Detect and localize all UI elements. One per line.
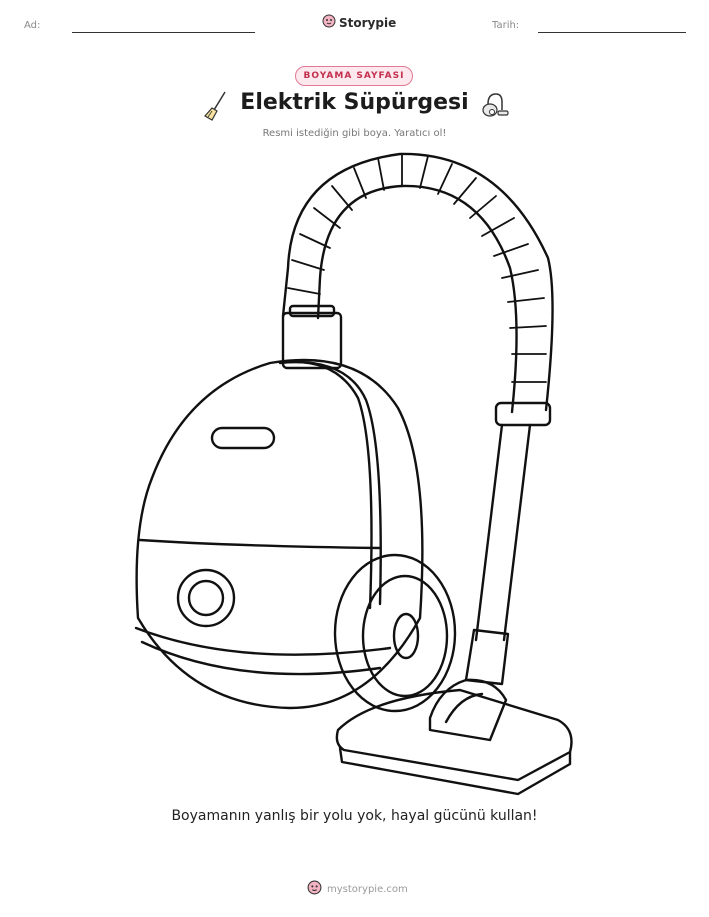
- encouragement-note: Boyamanın yanlış bir yolu yok, hayal güc…: [171, 808, 538, 824]
- storypie-mascot-icon: [307, 880, 322, 899]
- date-line[interactable]: [538, 32, 686, 33]
- coloring-page-badge: BOYAMA SAYFASI: [295, 66, 413, 86]
- brand-name: Storypie: [339, 15, 397, 30]
- site-url[interactable]: mystorypie.com: [327, 884, 408, 895]
- brand-logo: Storypie: [322, 13, 396, 32]
- storypie-mascot-icon: [322, 13, 336, 32]
- vacuum-cleaner-illustration[interactable]: [130, 148, 580, 798]
- page-subtitle: Resmi istediğin gibi boya. Yaratıcı ol!: [262, 128, 447, 139]
- date-label: Tarih:: [492, 20, 520, 31]
- broom-icon: [203, 90, 229, 126]
- site-footer: mystorypie.com: [307, 880, 408, 899]
- name-line[interactable]: [72, 32, 255, 33]
- name-label: Ad:: [24, 20, 41, 31]
- vacuum-icon: [480, 90, 510, 124]
- page-title: Elektrik Süpürgesi: [240, 90, 469, 115]
